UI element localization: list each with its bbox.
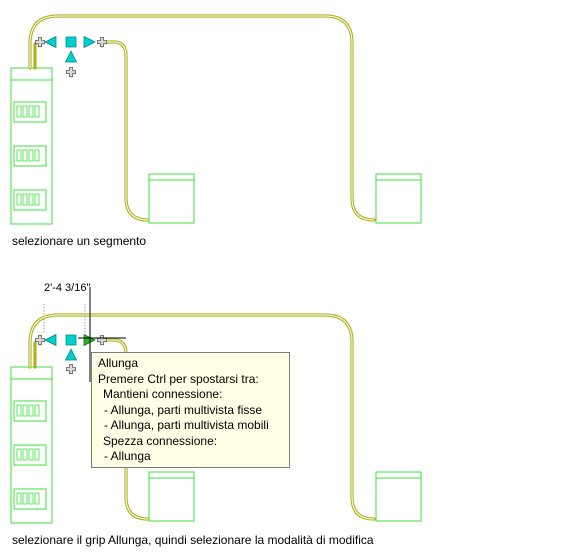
tooltip-line: Mantieni connessione:: [103, 387, 223, 401]
tooltip-option: - Allunga, parti multivista mobili: [104, 418, 269, 432]
location-grip-icon[interactable]: [65, 36, 77, 48]
stretch-grip-icon-active[interactable]: [83, 333, 96, 347]
add-grip-icon[interactable]: [97, 335, 107, 346]
caption-step-1: selezionare un segmento: [12, 234, 147, 248]
add-grip-icon[interactable]: [35, 37, 46, 48]
junction-box[interactable]: [148, 471, 195, 522]
tooltip-line: Premere Ctrl per spostarsi tra:: [98, 371, 259, 386]
tooltip-option: - Allunga: [104, 449, 151, 463]
panelboard[interactable]: [10, 366, 53, 524]
junction-box[interactable]: [375, 471, 422, 522]
panel-stretch-grip: [10, 287, 422, 524]
stretch-grip-tooltip: Allunga Premere Ctrl per spostarsi tra: …: [91, 352, 290, 468]
panel-select-segment: [10, 14, 422, 225]
panelboard[interactable]: [10, 67, 53, 225]
junction-box[interactable]: [148, 173, 195, 224]
add-grip-icon[interactable]: [35, 335, 46, 346]
stretch-grip-icon[interactable]: [44, 333, 57, 347]
add-grip-icon[interactable]: [66, 67, 76, 78]
wire-segment-outer[interactable]: [28, 14, 376, 222]
dimension-guides: [43, 304, 86, 334]
add-grip-icon[interactable]: [66, 364, 76, 375]
tooltip-title: Allunga: [98, 356, 139, 370]
stretch-grip-icon[interactable]: [64, 50, 78, 63]
grip-cluster[interactable]: [35, 333, 107, 375]
add-grip-icon[interactable]: [97, 37, 107, 48]
stretch-grip-icon[interactable]: [44, 35, 57, 49]
grip-cluster[interactable]: [35, 35, 107, 78]
dimension-value: 2'-4 3/16": [44, 282, 91, 294]
tooltip-option: - Allunga, parti multivista fisse: [104, 402, 263, 417]
tooltip-line: Spezza connessione:: [103, 433, 218, 448]
caption-step-2: selezionare il grip Allunga, quindi sele…: [12, 533, 374, 547]
crosshair-cursor-icon: [78, 287, 126, 382]
stretch-grip-icon[interactable]: [64, 348, 78, 361]
junction-box[interactable]: [375, 173, 422, 224]
stretch-grip-icon[interactable]: [83, 35, 96, 49]
location-grip-icon[interactable]: [65, 334, 77, 346]
